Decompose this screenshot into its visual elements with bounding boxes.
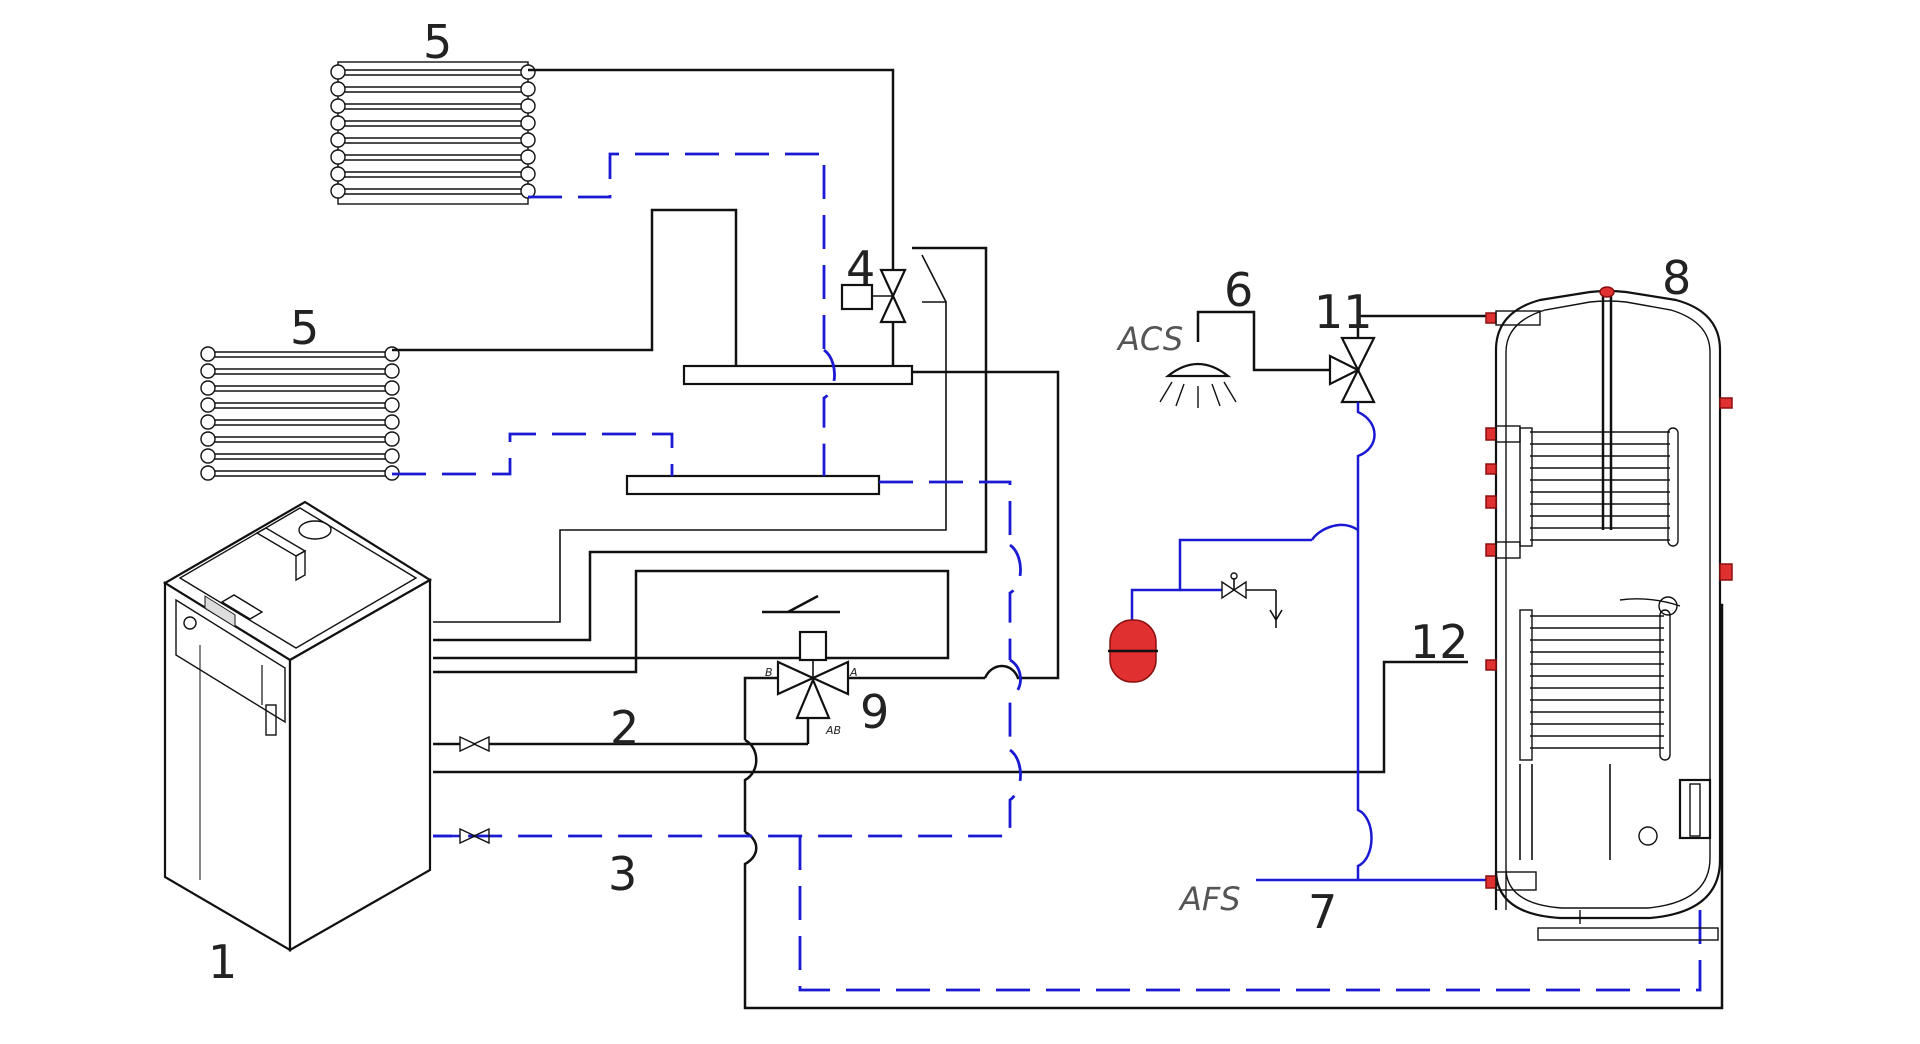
label-cold-water: 7 [1308,885,1337,939]
expansion-vessel [1108,619,1158,683]
label-zone-valve: 4 [846,241,875,295]
safety-valve [1221,572,1247,600]
label-port-a: A [849,666,858,679]
label-acs: ACS [1116,320,1183,358]
radiator-top [330,61,536,205]
label-flow-valve: 3 [608,847,637,901]
label-port-ab: AB [825,724,841,737]
diagram-labels: 1 2 3 4 5 5 6 7 8 9 11 12 ACS AFS B A AB [208,15,1691,989]
valve-return-3 [433,827,490,845]
label-port-b: B [765,666,773,679]
label-tank-return: 12 [1410,615,1469,669]
valve-return-2 [459,735,490,753]
storage-tank [1485,286,1733,941]
label-afs: AFS [1178,880,1241,918]
diverter-valve [776,630,850,720]
label-shower: 6 [1224,263,1253,317]
label-return-valve: 2 [610,701,639,755]
label-boiler: 1 [208,935,237,989]
boiler [162,500,433,952]
zone-valve [840,268,907,324]
label-diverter-valve: 9 [860,685,889,739]
heating-pipes [392,68,1724,1010]
label-tank: 8 [1662,251,1691,305]
return-pipes-blue [392,152,1702,992]
label-radiator-top: 5 [423,15,452,69]
shower [1159,310,1330,408]
label-mixing-valve: 11 [1314,285,1373,339]
label-radiator-bottom: 5 [290,301,319,355]
cold-water-line [1130,402,1486,882]
radiator-bottom [200,346,400,481]
